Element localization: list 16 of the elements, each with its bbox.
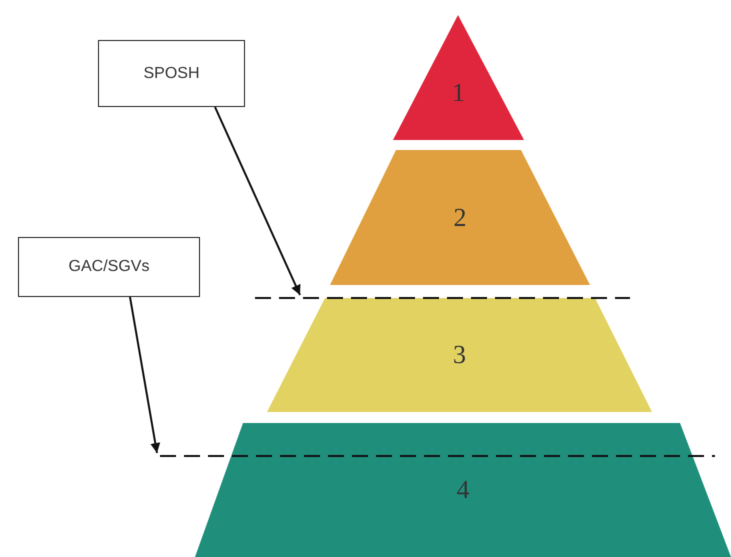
callout-box (18, 237, 200, 297)
pyramid-tier (195, 423, 731, 557)
pyramid-tier (393, 15, 524, 140)
arrow (214, 106, 301, 296)
tier-number: 1 (452, 78, 465, 108)
callout-box (98, 40, 245, 107)
tier-number: 2 (454, 202, 466, 232)
callout-label: GAC/SGVs (68, 258, 150, 276)
dashed-line (255, 295, 630, 301)
pyramid-tier (330, 150, 590, 285)
tier-number: 4 (456, 475, 470, 505)
callout-label: SPOSH (142, 64, 200, 82)
arrow (129, 296, 160, 454)
dashed-line (160, 453, 715, 459)
tier-number: 3 (453, 340, 466, 370)
pyramid-tier (267, 298, 652, 412)
